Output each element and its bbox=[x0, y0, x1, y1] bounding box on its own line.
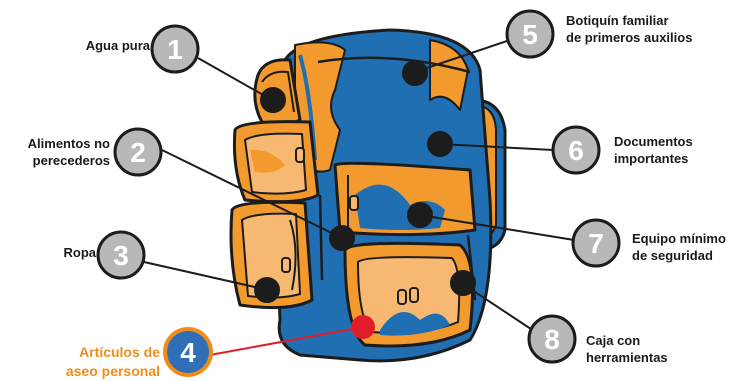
badge-2: 2 bbox=[115, 129, 161, 175]
label-line: herramientas bbox=[586, 349, 706, 366]
badge-number: 8 bbox=[544, 324, 560, 355]
badge-4: 4 bbox=[165, 329, 211, 375]
anchor-dot-6 bbox=[428, 132, 452, 156]
label-line: Equipo mínimo bbox=[632, 230, 744, 247]
badge-number: 7 bbox=[588, 228, 604, 259]
label-alimentos: Alimentos no perecederos bbox=[0, 135, 110, 169]
badge-number: 2 bbox=[130, 137, 146, 168]
label-line: importantes bbox=[614, 150, 734, 167]
anchor-dot-5 bbox=[403, 61, 427, 85]
label-line: Alimentos no bbox=[0, 135, 110, 152]
anchor-dot-7 bbox=[408, 203, 432, 227]
badge-number: 1 bbox=[167, 34, 183, 65]
badge-number: 6 bbox=[568, 135, 584, 166]
label-documentos: Documentos importantes bbox=[614, 133, 734, 167]
badge-number: 4 bbox=[180, 337, 196, 368]
anchor-dot-3 bbox=[255, 278, 279, 302]
label-aseo-personal: Artículos de aseo personal bbox=[40, 343, 160, 381]
label-equipo: Equipo mínimo de seguridad bbox=[632, 230, 744, 264]
badge-1: 1 bbox=[152, 26, 198, 72]
label-line: Botiquín familiar bbox=[566, 12, 736, 29]
label-caja: Caja con herramientas bbox=[586, 332, 706, 366]
label-botiquin: Botiquín familiar de primeros auxilios bbox=[566, 12, 736, 46]
anchor-dot-4 bbox=[351, 315, 375, 339]
label-line: de seguridad bbox=[632, 247, 744, 264]
badge-8: 8 bbox=[529, 316, 575, 362]
label-line: aseo personal bbox=[40, 362, 160, 381]
label-line: Ropa bbox=[10, 244, 96, 261]
badge-7: 7 bbox=[573, 220, 619, 266]
label-line: perecederos bbox=[0, 152, 110, 169]
badge-6: 6 bbox=[553, 127, 599, 173]
anchor-dot-8 bbox=[451, 271, 475, 295]
label-line: Agua pura bbox=[40, 37, 150, 54]
label-line: Documentos bbox=[614, 133, 734, 150]
badge-number: 5 bbox=[522, 19, 538, 50]
badge-number: 3 bbox=[113, 240, 129, 271]
backpack-illustration bbox=[231, 30, 505, 361]
badge-3: 3 bbox=[98, 232, 144, 278]
label-line: Artículos de bbox=[40, 343, 160, 362]
label-ropa: Ropa bbox=[10, 244, 96, 261]
label-agua-pura: Agua pura bbox=[40, 37, 150, 54]
anchor-dot-2 bbox=[330, 226, 354, 250]
badge-5: 5 bbox=[507, 11, 553, 57]
anchor-dot-1 bbox=[261, 88, 285, 112]
label-line: Caja con bbox=[586, 332, 706, 349]
label-line: de primeros auxilios bbox=[566, 29, 736, 46]
